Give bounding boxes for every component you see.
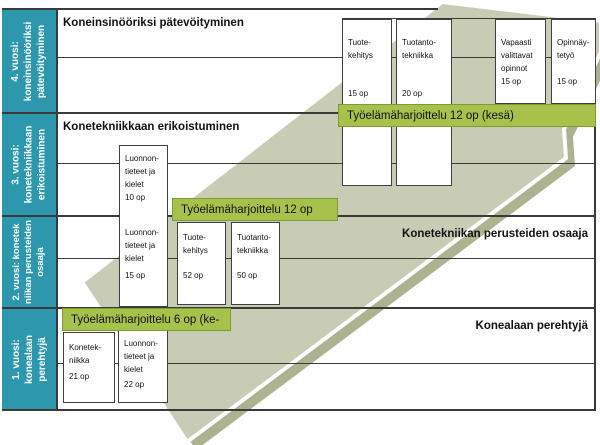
- credits-label: 22 op: [124, 380, 145, 389]
- heading-year3: Konetekniikkaan erikoistuminen: [63, 121, 240, 133]
- credits-label: 15 op: [125, 271, 146, 280]
- internship-bar-summer-year1: Työelämäharjoittelu 6 op (ke-: [62, 308, 231, 331]
- course-box-y2-product-dev: Tuote- kehitys 52 op: [177, 222, 226, 305]
- sidebar-year3-label: 3. vuosi: konetekniikkaan erikoistuminen: [10, 125, 48, 204]
- course-box-y1-sciences: Luonnon- tieteet ja kielet 22 op: [118, 330, 168, 403]
- row-line-y3: [2, 163, 596, 164]
- sidebar-year2: 2. vuosi: konetek niikan perusteiden osa…: [2, 217, 56, 307]
- band-line-y4-y3: [2, 112, 596, 114]
- sidebar-year1: 1. vuosi: konealaan perehtyjä: [2, 309, 56, 409]
- credits-label: 15 op: [501, 77, 522, 86]
- course-box-sciences-tall: Luonnon- tieteet ja kielet 10 op Luonnon…: [119, 145, 168, 307]
- course-group-y2-sciences: Luonnon- tieteet ja kielet 15 op: [125, 226, 163, 282]
- row-line-y2: [2, 258, 596, 259]
- course-box-y4-product-dev: Tuote- kehitys 15 op: [342, 19, 392, 186]
- internship-bar-summer-year2: Työelämäharjoittelu 12 op: [172, 198, 338, 221]
- internship-bar-summer-year3: Työelämäharjoittelu 12 op (kesä): [338, 104, 596, 127]
- course-box-y4-free-electives: Vapaasti valittavat opinnot 15 op: [495, 19, 546, 104]
- heading-year1: Konealaan perehtyjä: [475, 320, 588, 332]
- course-box-y1-mech-engineering: Konetek- niikka 21 op: [63, 332, 115, 403]
- top-box-row-line: [342, 18, 596, 19]
- credits-label: 10 op: [125, 193, 146, 202]
- sidebar-year3: 3. vuosi: konetekniikkaan erikoistuminen: [2, 114, 56, 215]
- credits-label: 20 op: [402, 89, 423, 98]
- table-top-border: [2, 8, 438, 10]
- course-box-y2-production-tech: Tuotanto- tekniikka 50 op: [231, 222, 280, 305]
- course-box-y4-production-tech: Tuotanto- tekniikka 20 op: [396, 19, 452, 186]
- credits-label: 52 op: [183, 271, 204, 280]
- heading-year4: Koneinsinööriksi pätevöityminen: [63, 17, 244, 29]
- sidebar-year1-label: 1. vuosi: konealaan perehtyjä: [10, 334, 48, 384]
- credits-label: 15 op: [348, 89, 369, 98]
- sidebar-divider: [56, 8, 58, 411]
- band-line-y2-y1: [2, 307, 596, 309]
- credits-label: 50 op: [237, 271, 258, 280]
- row-line-y4: [2, 57, 596, 58]
- credits-label: 15 op: [557, 77, 578, 86]
- sidebar-year4-label: 4. vuosi: koneinsinööriksi pätevöitymine…: [10, 21, 48, 101]
- heading-year2: Konetekniikan perusteiden osaaja: [402, 228, 588, 240]
- sidebar-year4: 4. vuosi: koneinsinööriksi pätevöitymine…: [2, 10, 56, 112]
- credits-label: 21 op: [69, 372, 90, 381]
- sidebar-year2-label: 2. vuosi: konetek niikan perusteiden osa…: [11, 220, 46, 304]
- table-bottom-border: [2, 409, 596, 411]
- row-line-y1: [2, 363, 596, 364]
- course-box-y4-thesis: Opinnäy- tetyö 15 op: [551, 19, 596, 104]
- table-right-border: [594, 18, 596, 411]
